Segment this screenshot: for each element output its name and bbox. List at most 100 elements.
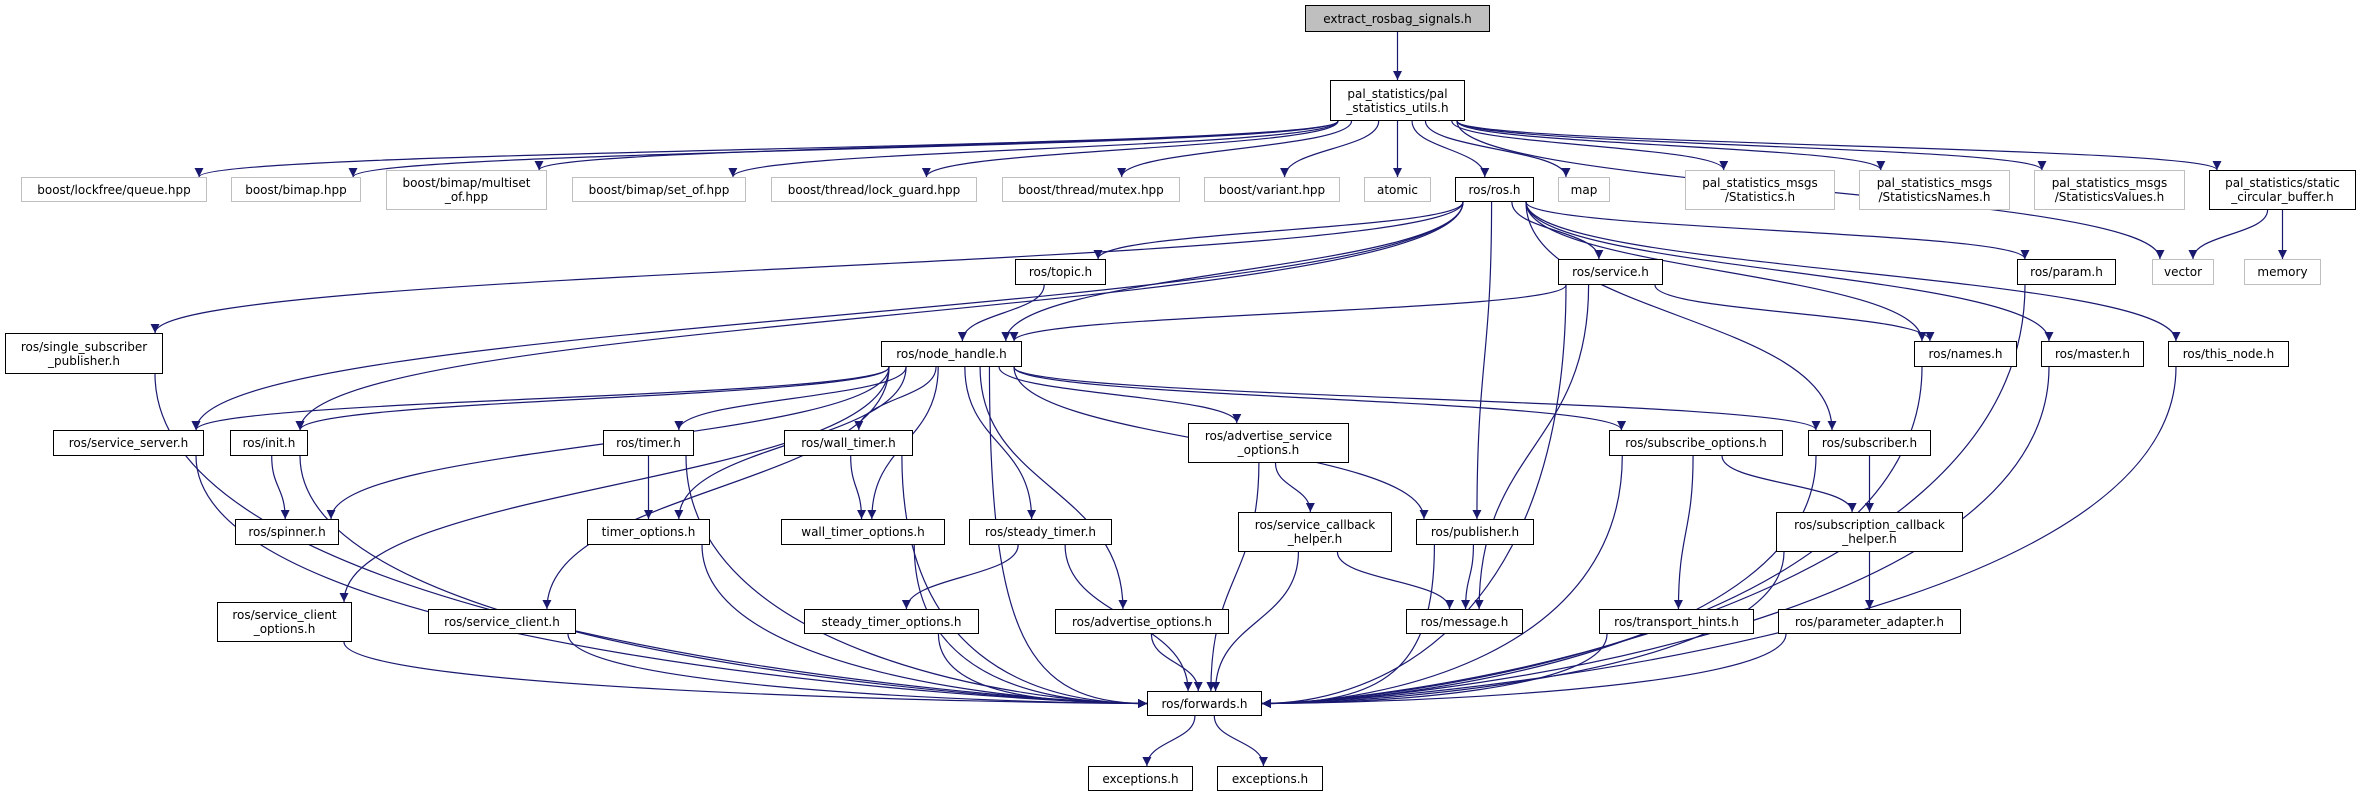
edge-utils-to-map <box>1424 120 1571 178</box>
node-exc2[interactable]: exceptions.h <box>1217 766 1323 791</box>
edge-ros-to-master <box>1525 201 2054 342</box>
edge-utils-to-variant <box>1280 120 1380 178</box>
node-lock-guard: boost/thread/lock_guard.hpp <box>771 177 977 202</box>
node-multiset: boost/bimap/multiset _of.hpp <box>386 170 547 210</box>
edge-utils-to-mutex <box>1117 120 1353 178</box>
node-adv-opts[interactable]: ros/advertise_options.h <box>1055 609 1229 634</box>
edge-ros-to-rnames <box>1525 201 1927 342</box>
edge-node_handle-to-init <box>295 366 890 431</box>
node-adv-srv[interactable]: ros/advertise_service _options.h <box>1188 423 1349 463</box>
node-circ[interactable]: pal_statistics/static _circular_buffer.h <box>2209 170 2356 210</box>
edge-param-to-forwards <box>1261 284 2026 708</box>
edge-adv_opts-to-forwards <box>1150 633 1203 692</box>
node-subscriber[interactable]: ros/subscriber.h <box>1808 430 1931 456</box>
node-ssp[interactable]: ros/single_subscriber _publisher.h <box>5 333 163 374</box>
edge-srv_cb-to-message <box>1336 551 1455 610</box>
edge-param_adapter-to-forwards <box>1261 633 1787 708</box>
node-master[interactable]: ros/master.h <box>2041 341 2144 367</box>
node-exc1[interactable]: exceptions.h <box>1088 766 1193 791</box>
edge-svc_client-to-forwards <box>567 633 1148 708</box>
node-steady-timer[interactable]: ros/steady_timer.h <box>969 519 1112 545</box>
node-stats: pal_statistics_msgs /Statistics.h <box>1685 170 1835 210</box>
node-memory: memory <box>2244 259 2321 285</box>
edge-ros-to-param <box>1525 201 2030 260</box>
edge-utils-to-stats_names <box>1456 120 1886 171</box>
edge-utils-to-ros <box>1411 120 1490 178</box>
edge-ros-to-node_handle <box>1001 201 1464 342</box>
edge-service-to-node_handle <box>1009 284 1567 342</box>
edge-wall_timer-to-forwards <box>901 455 1148 708</box>
edge-node_handle-to-steady_timer <box>964 366 1037 520</box>
node-node-handle[interactable]: ros/node_handle.h <box>881 341 1022 367</box>
edge-service-to-message <box>1474 284 1590 610</box>
node-spinner[interactable]: ros/spinner.h <box>235 519 339 545</box>
edge-ros-to-this_node <box>1525 201 2181 342</box>
edge-service-to-forwards <box>1261 284 1567 708</box>
node-rnames[interactable]: ros/names.h <box>1914 341 2017 367</box>
node-svc-client-opts[interactable]: ros/service_client _options.h <box>217 602 352 642</box>
node-service-server[interactable]: ros/service_server.h <box>53 430 204 456</box>
node-srv-cb[interactable]: ros/service_callback _helper.h <box>1238 512 1392 552</box>
edge-node_handle-to-forwards <box>988 366 1148 708</box>
edge-utils-to-lock_guard <box>921 120 1339 178</box>
node-utils[interactable]: pal_statistics/pal _statistics_utils.h <box>1330 80 1465 121</box>
edge-adv_srv-to-srv_cb <box>1274 462 1315 513</box>
edge-ros-to-topic <box>1093 201 1464 260</box>
edge-service-to-rnames <box>1654 284 1935 342</box>
edge-init-to-spinner <box>271 455 290 520</box>
node-param-adapter[interactable]: ros/parameter_adapter.h <box>1778 609 1961 634</box>
edge-node_handle-to-timer <box>674 366 907 431</box>
node-extract[interactable]: extract_rosbag_signals.h <box>1305 5 1490 32</box>
node-atomic: atomic <box>1364 177 1431 202</box>
edge-node_handle-to-sub_opts <box>1013 366 1626 431</box>
edge-node_handle-to-svc_client_opts <box>339 366 890 603</box>
edge-subscriber-to-forwards <box>1261 455 1817 708</box>
edge-node_handle-to-wall_timer <box>854 366 937 431</box>
node-set-of: boost/bimap/set_of.hpp <box>572 177 746 202</box>
edge-this_node-to-forwards <box>1261 366 2177 708</box>
edge-utils-to-circ <box>1456 120 2222 171</box>
node-init[interactable]: ros/init.h <box>230 430 308 456</box>
node-steady-opts[interactable]: steady_timer_options.h <box>804 609 979 634</box>
node-message[interactable]: ros/message.h <box>1406 609 1523 634</box>
node-svc-client[interactable]: ros/service_client.h <box>428 609 576 634</box>
edge-sub_opts-to-transport <box>1673 455 1694 610</box>
edge-ros-to-service_server <box>191 201 1464 431</box>
edge-srv_cb-to-forwards <box>1211 551 1300 692</box>
node-service[interactable]: ros/service.h <box>1558 259 1663 285</box>
node-wall-timer[interactable]: ros/wall_timer.h <box>784 430 913 456</box>
edge-node_handle-to-adv_opts <box>979 366 1128 610</box>
node-stats-names: pal_statistics_msgs /StatisticsNames.h <box>1859 170 2010 210</box>
node-forwards[interactable]: ros/forwards.h <box>1147 691 1262 716</box>
edge-utils-to-multiset <box>534 120 1339 171</box>
edge-init-to-forwards <box>299 455 1148 708</box>
node-param[interactable]: ros/param.h <box>2017 259 2116 285</box>
node-vector: vector <box>2152 259 2214 285</box>
edge-node_handle-to-adv_srv <box>998 366 1242 424</box>
edge-sub_opts-to-forwards <box>1261 455 1623 708</box>
node-sub-opts[interactable]: ros/subscribe_options.h <box>1609 430 1783 456</box>
edge-publisher-to-message <box>1461 544 1475 610</box>
node-this-node[interactable]: ros/this_node.h <box>2168 341 2289 367</box>
node-topic[interactable]: ros/topic.h <box>1015 259 1106 285</box>
edge-ros-to-publisher <box>1472 201 1493 520</box>
edge-svc_client_opts-to-forwards <box>343 641 1148 708</box>
node-variant: boost/variant.hpp <box>1204 177 1340 202</box>
edge-wall_timer-to-wall_timer_options <box>850 455 867 520</box>
node-timer-options[interactable]: timer_options.h <box>587 519 710 545</box>
edge-utils-to-stats <box>1451 120 1729 171</box>
node-wall-timer-options[interactable]: wall_timer_options.h <box>781 519 945 545</box>
edge-forwards-to-exc2 <box>1213 715 1268 767</box>
node-publisher[interactable]: ros/publisher.h <box>1416 519 1534 545</box>
edge-steady_opts-to-forwards <box>937 633 1148 708</box>
node-map: map <box>1558 177 1610 202</box>
node-sub-cb[interactable]: ros/subscription_callback _helper.h <box>1776 512 1963 552</box>
node-transport[interactable]: ros/transport_hints.h <box>1599 609 1754 634</box>
node-timer[interactable]: ros/timer.h <box>603 430 694 456</box>
edge-sub_opts-to-sub_cb <box>1721 455 1857 513</box>
edge-node_handle-to-subscriber <box>1013 366 1821 431</box>
node-stats-values: pal_statistics_msgs /StatisticsValues.h <box>2034 170 2185 210</box>
edge-ros-to-init <box>295 201 1464 431</box>
node-ros[interactable]: ros/ros.h <box>1455 177 1534 202</box>
